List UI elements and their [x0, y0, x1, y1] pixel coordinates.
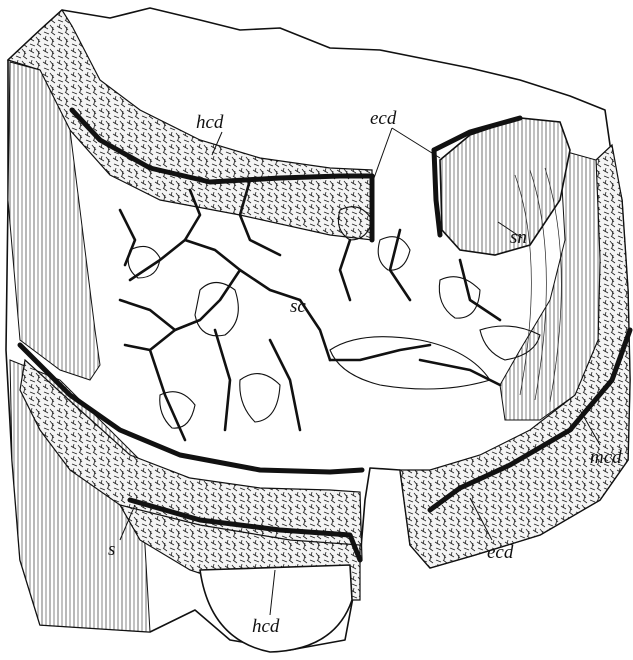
label-ecd-top: ecd [370, 108, 397, 129]
label-ecd-bottom: ecd [487, 542, 514, 563]
label-hcd-bottom: hcd [252, 616, 280, 637]
label-mcd: mcd [590, 447, 622, 468]
label-sc: sc [290, 296, 306, 317]
label-sn: sn [510, 227, 527, 248]
label-s: s [108, 539, 115, 560]
label-hcd-top: hcd [196, 112, 224, 133]
